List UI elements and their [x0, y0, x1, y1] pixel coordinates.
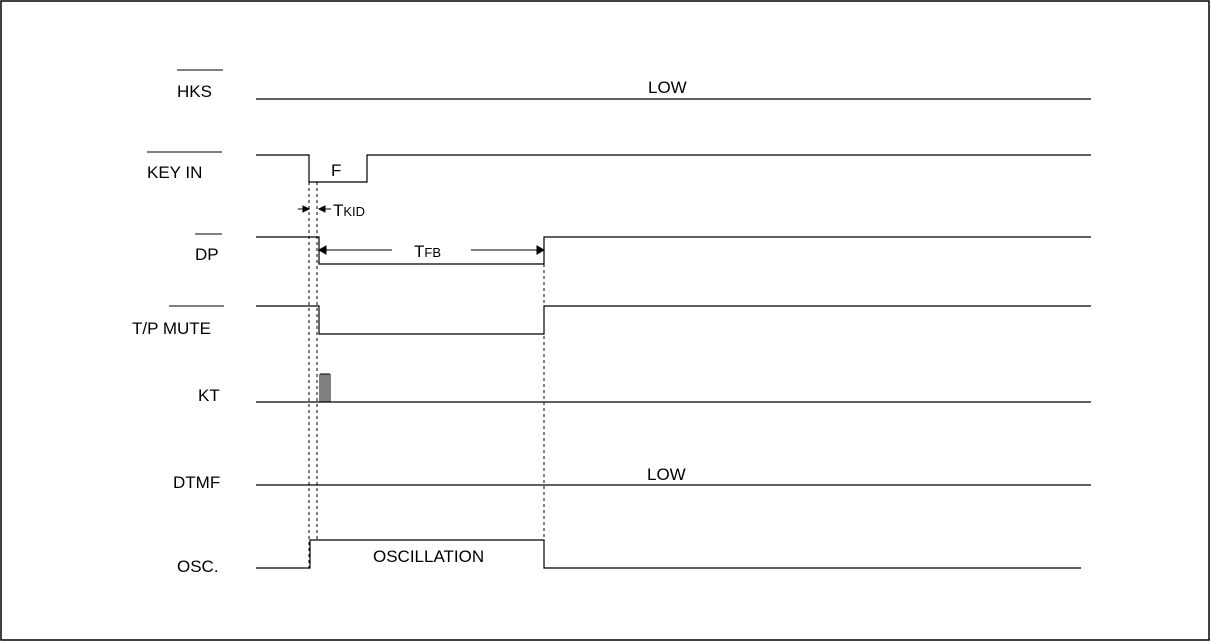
hks-state-text: LOW — [648, 78, 687, 97]
label-dtmf: DTMF — [173, 473, 220, 492]
tkid-arrows — [298, 205, 331, 213]
label-kt: KT — [198, 386, 220, 405]
tkid-label: TKID — [333, 201, 365, 220]
kt-tone-burst — [319, 373, 331, 402]
wave-osc — [256, 539, 1081, 569]
label-hks: HKS — [177, 82, 212, 101]
wave-tp-mute — [256, 305, 1091, 335]
wave-key-in — [256, 154, 1091, 183]
label-tp-mute: T/P MUTE — [132, 319, 211, 338]
oscillation-text: OSCILLATION — [373, 547, 484, 566]
dtmf-state-text: LOW — [647, 465, 686, 484]
tfb-arrows — [317, 245, 546, 255]
key-in-f-label: F — [331, 161, 341, 180]
label-osc: OSC. — [177, 557, 219, 576]
label-dp: DP — [195, 245, 219, 264]
label-key-in: KEY IN — [147, 163, 202, 182]
tfb-label: TFB — [414, 242, 441, 261]
